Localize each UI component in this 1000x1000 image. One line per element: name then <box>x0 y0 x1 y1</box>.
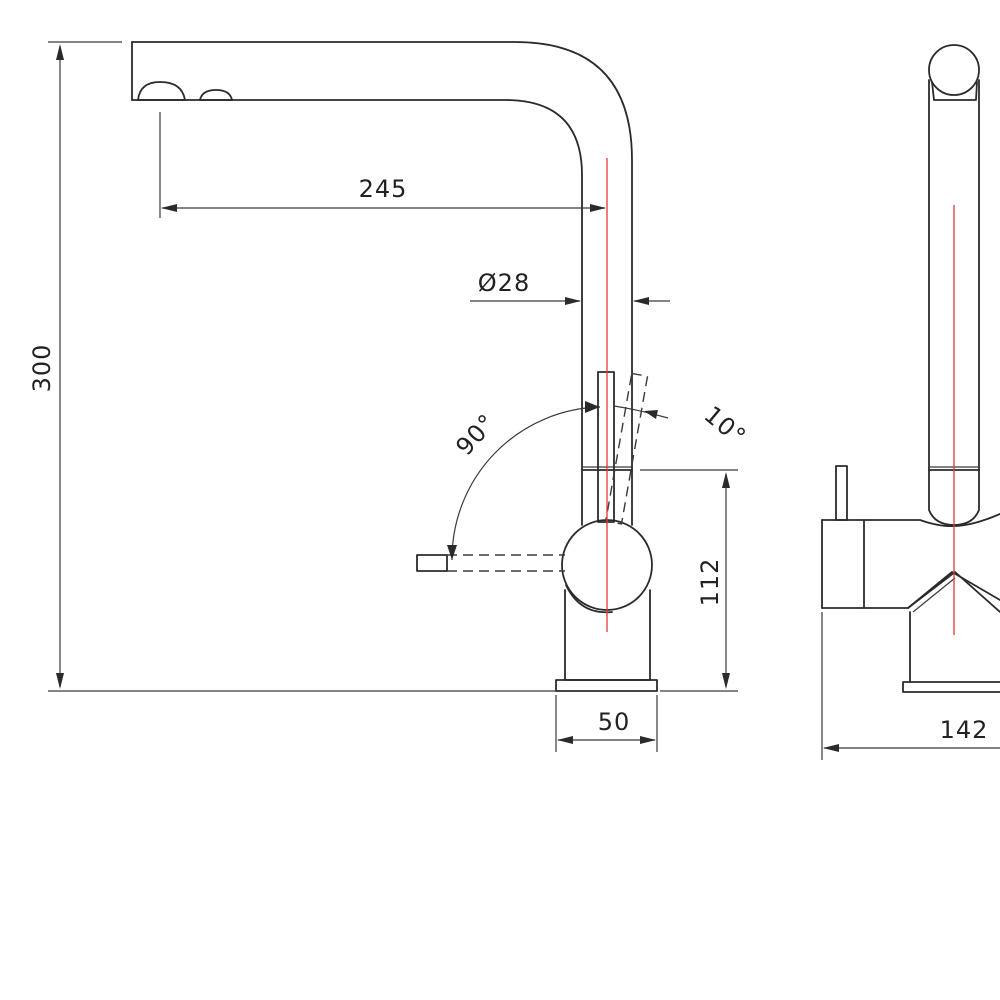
dim-245-arrow-right <box>590 204 606 212</box>
dim-28-arrow-right <box>633 297 649 305</box>
mixer-cartridge-underside <box>565 584 613 614</box>
dim-112-arrow-top <box>722 472 730 488</box>
dim-300-arrow-bottom <box>56 673 64 689</box>
dim-90-label: 90° <box>450 408 501 461</box>
spout-outer-contour <box>131 41 633 471</box>
dim-245-label: 245 <box>359 175 408 203</box>
side-view-dimensions: 300 245 Ø28 90° 10° <box>28 41 752 752</box>
front-lever-stub <box>835 465 848 521</box>
front-spout-outlet <box>931 81 978 101</box>
dim-10-label: 10° <box>699 401 752 452</box>
base-plate <box>555 679 658 692</box>
dim-112-arrow-bottom <box>722 673 730 689</box>
front-view: 142 <box>821 44 1000 760</box>
dim-300-arrow-top <box>56 44 64 60</box>
dim-112-label: 112 <box>696 558 724 607</box>
lever-handle-horizontal <box>416 554 565 572</box>
dim-245-arrow-left <box>161 204 177 212</box>
front-body-facet <box>907 571 1000 613</box>
dim-50-arrow-left <box>557 736 573 744</box>
dim-300-label: 300 <box>28 344 56 393</box>
front-base-plate <box>902 681 1000 693</box>
side-view <box>131 41 658 692</box>
dim-50-label: 50 <box>598 708 631 736</box>
dim-142-label: 142 <box>940 716 989 744</box>
dim-28-arrow-left <box>565 297 581 305</box>
dim-28-label: Ø28 <box>478 269 530 297</box>
dim-50-arrow-right <box>640 736 656 744</box>
aerator-small <box>199 89 233 101</box>
lever-handle-upright <box>597 371 615 523</box>
dim-90-arc <box>451 406 601 561</box>
front-spout-top-circle <box>928 44 980 96</box>
front-body-bottom <box>821 571 1000 609</box>
dim-142-arrow-left <box>823 744 839 752</box>
front-body-facet-inner <box>912 577 956 613</box>
front-body-block <box>821 513 1000 528</box>
dim-90-arrow-top <box>585 401 600 413</box>
spout-inner-contour <box>131 99 583 471</box>
aerator-large <box>137 81 186 101</box>
lever-handle-tilted <box>604 372 649 525</box>
dim-90-arrow-bottom <box>447 545 457 560</box>
dim-10-arrow <box>644 410 658 419</box>
dim-10-arc <box>613 405 669 419</box>
